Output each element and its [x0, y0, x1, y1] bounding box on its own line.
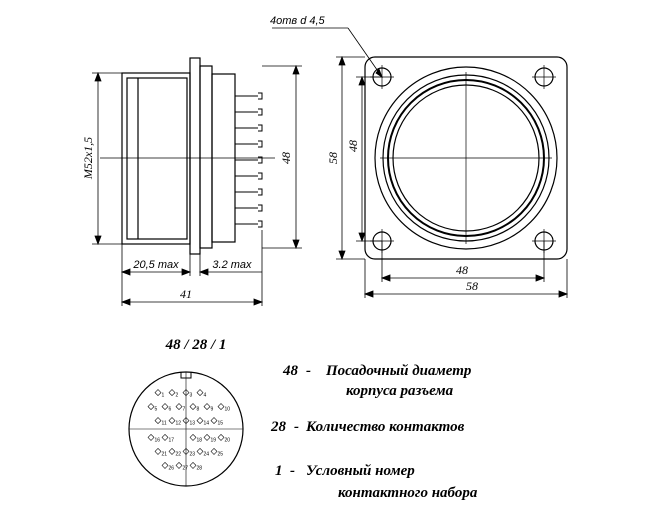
pin-number: 6 — [169, 407, 172, 413]
holes-note: 4отв d 4,5 — [270, 15, 326, 27]
front-flange-outline — [364, 56, 568, 260]
pin-number: 5 — [155, 407, 158, 413]
pin-number: 19 — [211, 437, 217, 443]
legend: 48 - Посадочный диаметр корпуса разъема … — [270, 363, 478, 501]
pin-number: 1 — [162, 393, 165, 399]
pin-number: 3 — [190, 393, 193, 399]
pin-contact — [196, 417, 204, 425]
thread-dimension: M52x1,5 — [81, 137, 95, 180]
pin-contact — [161, 433, 169, 441]
pin-contact — [189, 403, 197, 411]
front-inner-width: 48 — [456, 263, 468, 277]
pin-number: 27 — [183, 465, 189, 471]
pin-contact — [210, 417, 218, 425]
pin-number: 9 — [211, 407, 214, 413]
pin-contact — [154, 389, 162, 397]
front-inner-height: 48 — [346, 140, 360, 152]
side-height-dimension: 48 — [279, 152, 293, 164]
legend-code-3: 1 — [275, 463, 283, 479]
pin-contact — [147, 403, 155, 411]
pin-number: 7 — [183, 407, 186, 413]
pin-contact — [189, 461, 197, 469]
legend-line-1b: корпуса разъема — [346, 383, 454, 399]
legend-line-2a: Количество контактов — [305, 419, 465, 435]
pin-contact — [217, 433, 225, 441]
front-outer-ring — [374, 66, 558, 250]
pin-contact — [161, 403, 169, 411]
pin-contact — [175, 461, 183, 469]
side-flange — [189, 57, 201, 255]
pin-contact — [182, 417, 190, 425]
legend-sep-2: - — [294, 419, 299, 435]
pin-number: 13 — [190, 421, 196, 427]
pin-contact — [210, 447, 218, 455]
legend-code-1: 48 — [282, 363, 299, 379]
pin-contact — [168, 447, 176, 455]
pin-number: 25 — [218, 451, 224, 457]
pin-contact — [196, 389, 204, 397]
pin-number: 28 — [197, 465, 203, 471]
pin-contact — [175, 403, 183, 411]
pin-contact — [161, 461, 169, 469]
side-body-inner — [126, 77, 188, 240]
pin-number: 24 — [204, 451, 210, 457]
pin-contact — [182, 389, 190, 397]
front-outer-height: 58 — [326, 152, 340, 164]
pin-number: 14 — [204, 421, 210, 427]
pin-contact — [217, 403, 225, 411]
overall-length-dimension: 41 — [180, 287, 192, 301]
pin-number: 11 — [162, 421, 167, 427]
legend-code-2: 28 — [270, 419, 287, 435]
pin-contact — [154, 447, 162, 455]
pin-contact — [189, 433, 197, 441]
pin-contact — [203, 403, 211, 411]
legend-line-3a: Условный номер — [306, 463, 415, 479]
side-dimensions — [92, 64, 302, 306]
pin-number: 8 — [197, 407, 200, 413]
pin-number: 12 — [176, 421, 182, 427]
legend-line-1a: Посадочный диаметр — [325, 363, 472, 379]
front-outer-width: 58 — [466, 279, 478, 293]
pin-contact — [154, 417, 162, 425]
side-contacts — [235, 92, 263, 228]
pin-contact — [203, 433, 211, 441]
pin-contact — [147, 433, 155, 441]
front-view — [364, 56, 568, 260]
front-dimensions — [272, 27, 569, 298]
legend-sep-1: - — [306, 363, 311, 379]
legend-sep-3: - — [290, 463, 295, 479]
pin-number: 2 — [176, 393, 179, 399]
body-depth-dimension: 20,5 max — [132, 259, 179, 271]
tail-depth-dimension: 3.2 max — [212, 259, 252, 271]
pin-number: 17 — [169, 437, 175, 443]
legend-line-3b: контактного набора — [338, 485, 478, 501]
pin-number: 15 — [218, 421, 224, 427]
pin-number: 20 — [225, 437, 231, 443]
pin-contact — [168, 417, 176, 425]
designation-code: 48 / 28 / 1 — [165, 337, 227, 353]
pin-number: 26 — [169, 465, 175, 471]
side-view — [100, 57, 275, 255]
pin-contact — [168, 389, 176, 397]
pin-number: 21 — [162, 451, 168, 457]
side-body-outline — [121, 72, 191, 245]
pin-number: 10 — [225, 407, 231, 413]
pin-number: 4 — [204, 393, 207, 399]
pin-number: 16 — [155, 437, 161, 443]
pin-contact — [196, 447, 204, 455]
pin-contact — [182, 447, 190, 455]
pin-number: 18 — [197, 437, 203, 443]
pin-number: 23 — [190, 451, 196, 457]
pin-number: 22 — [176, 451, 182, 457]
